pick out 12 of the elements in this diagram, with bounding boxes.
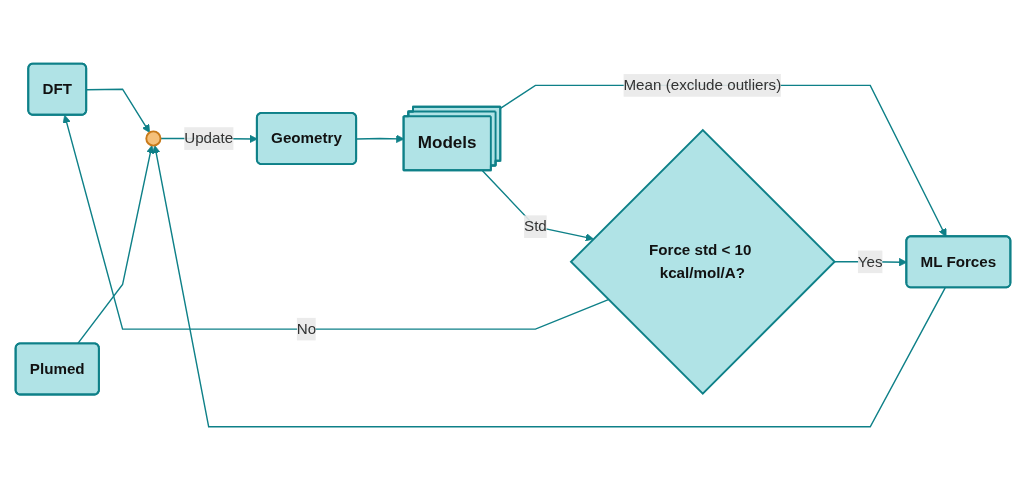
arrow	[76, 145, 155, 345]
edge-label: Yes	[857, 253, 883, 270]
node-circle	[145, 130, 162, 147]
arrow	[86, 88, 150, 134]
arrow	[62, 115, 610, 331]
node-diamond: Force std < 10 kcal/mol/A?	[569, 128, 836, 396]
arrow	[481, 170, 594, 242]
edge-label: Update	[184, 130, 234, 147]
edge-label: No	[296, 320, 317, 338]
edge-label: Mean (exclude outliers)	[623, 77, 782, 94]
arrow	[152, 145, 946, 428]
edge-label: Std	[524, 218, 547, 235]
